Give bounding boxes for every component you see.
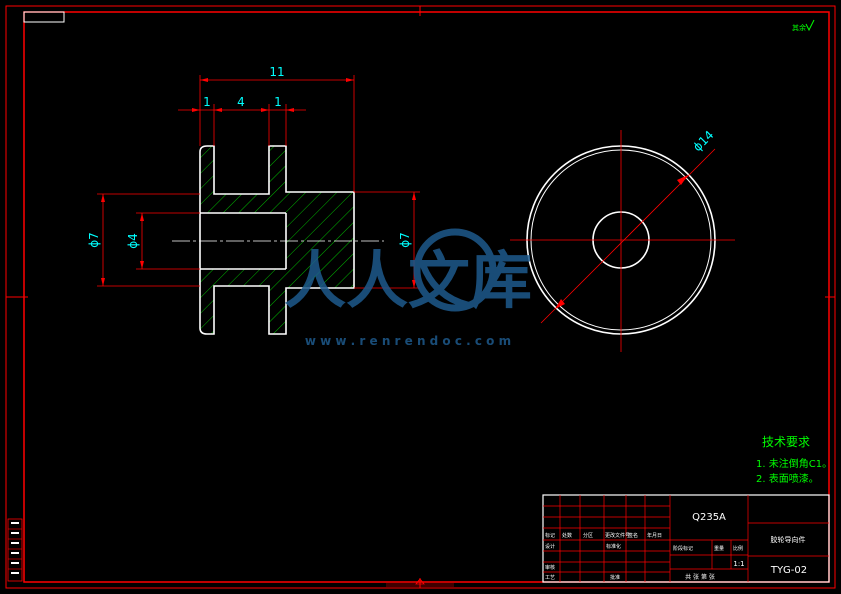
tb-stage-0: 阶段标记 [673,545,693,552]
hatch-upper [200,146,354,241]
roughness-symbol [805,19,815,32]
tb-design: 设计 [545,543,555,550]
watermark-ring-icon [413,228,497,312]
tb-review: 审核 [545,564,555,571]
watermark-url: w w w . r e n r e n d o c . c o m [305,334,511,348]
end-view-arrow-a [555,299,565,309]
end-view-diameter-line [540,148,716,324]
corner-label-box [23,11,65,23]
tb-mark-1: 处数 [562,532,572,539]
tb-mark-2: 分区 [583,532,593,539]
section-outline-upper [199,145,355,241]
tb-mark-3: 更改文件号 [605,532,630,539]
dim-outer-left: ϕ7 [87,232,101,248]
tb-stage-2: 比例 [733,545,743,552]
dim-outer-right: ϕ7 [398,232,412,248]
dim-end-view: ϕ14 [690,128,716,154]
tech-req-item-1: 1. 未注倒角C1。 [756,457,832,470]
end-view-arrow-b [677,175,688,185]
tb-standardize: 标准化 [606,543,621,550]
dim-flange-right: 1 [274,95,282,109]
margin-stamp [7,518,23,582]
tb-approve: 批准 [610,574,620,581]
roughness-note: 其余 [792,23,806,32]
drawing-number: TYG-02 [770,565,807,576]
sheet-info: 共 张 第 张 [685,573,715,581]
end-view: ϕ14 [510,128,735,352]
tb-stage-1: 重量 [714,545,724,552]
tb-mark-0: 标记 [545,532,555,539]
part-name: 胶轮导向件 [771,535,806,544]
centering-marks [6,6,835,588]
tech-req-item-2: 2. 表面喷漆。 [756,472,819,485]
bottom-ruler [386,583,454,587]
dim-groove: 4 [237,95,245,109]
dim-flange-left: 1 [203,95,211,109]
tech-requirements: 技术要求 1. 未注倒角C1。 2. 表面喷漆。 [756,435,832,485]
section-outline-lower [199,241,355,335]
section-dimensions [97,75,420,289]
dimension-arrows [101,78,416,288]
dim-overall-length: 11 [269,65,284,79]
dim-bore: ϕ4 [126,233,140,249]
title-block: Q235A 胶轮导向件 TYG-02 1:1 共 张 第 张 标记 处数 分区 … [542,494,830,583]
scale-value: 1:1 [733,560,744,568]
tb-process: 工艺 [545,575,555,581]
watermark-brand: 人人文库 [284,244,532,317]
watermark: 人人文库 w w w . r e n r e n d o c . c o m [284,228,532,348]
tb-mark-5: 年月日 [647,532,662,539]
tech-req-title: 技术要求 [762,435,810,449]
tb-mark-4: 签名 [628,532,638,539]
material: Q235A [692,512,726,523]
